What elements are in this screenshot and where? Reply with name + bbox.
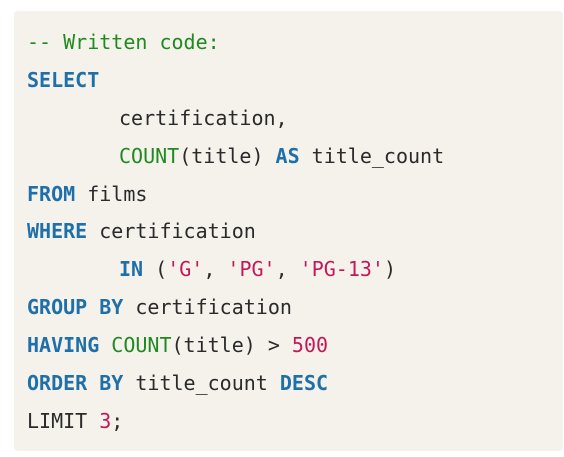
string-pg13: 'PG-13' xyxy=(299,257,384,282)
having-condition: (title) > xyxy=(171,333,292,358)
code-line-group-by: GROUP BY certification xyxy=(27,293,563,331)
number-500: 500 xyxy=(291,333,329,358)
number-3: 3 xyxy=(99,408,112,433)
code-line-count: COUNT(title) AS title_count xyxy=(27,142,563,180)
keyword-limit: LIMIT xyxy=(27,408,100,433)
code-line-column: certification, xyxy=(27,104,563,142)
keyword-where: WHERE xyxy=(27,219,88,244)
string-g: 'G' xyxy=(167,257,204,282)
keyword-order-by: ORDER BY xyxy=(27,371,124,396)
sql-code-block: -- Written code: SELECT certification, C… xyxy=(14,11,563,451)
keyword-desc: DESC xyxy=(279,371,329,396)
code-line-order-by: ORDER BY title_count DESC xyxy=(27,369,563,407)
code-line-from: FROM films xyxy=(27,180,563,218)
group-column: certification xyxy=(123,295,292,320)
order-column: title_count xyxy=(123,371,280,396)
paren-close: ) xyxy=(383,257,397,282)
keyword-in: IN xyxy=(119,257,144,282)
alias-title-count: title_count xyxy=(299,143,445,168)
code-line-having: HAVING COUNT(title) > 500 xyxy=(27,331,563,369)
paren-open: ( xyxy=(143,257,168,282)
code-line-comment: -- Written code: xyxy=(27,28,563,66)
code-line-limit: LIMIT 3; xyxy=(27,407,563,445)
function-count: COUNT xyxy=(119,143,180,168)
function-count: COUNT xyxy=(99,333,172,358)
where-column: certification xyxy=(87,219,256,244)
keyword-group-by: GROUP BY xyxy=(27,295,124,320)
comma-separator: , xyxy=(275,257,300,282)
keyword-from: FROM xyxy=(27,181,76,206)
semicolon: ; xyxy=(111,408,124,433)
code-line-in: IN ('G', 'PG', 'PG-13') xyxy=(27,255,563,293)
keyword-as: AS xyxy=(275,143,300,168)
code-comment: -- Written code: xyxy=(27,30,220,54)
string-pg: 'PG' xyxy=(227,257,276,282)
keyword-having: HAVING xyxy=(27,333,100,358)
code-line-where: WHERE certification xyxy=(27,217,563,255)
comma-separator: , xyxy=(203,257,228,282)
code-line-select: SELECT xyxy=(27,66,563,104)
column-certification: certification, xyxy=(119,105,288,130)
table-films: films xyxy=(75,181,148,206)
keyword-select: SELECT xyxy=(27,67,100,92)
count-argument: (title) xyxy=(179,143,276,168)
